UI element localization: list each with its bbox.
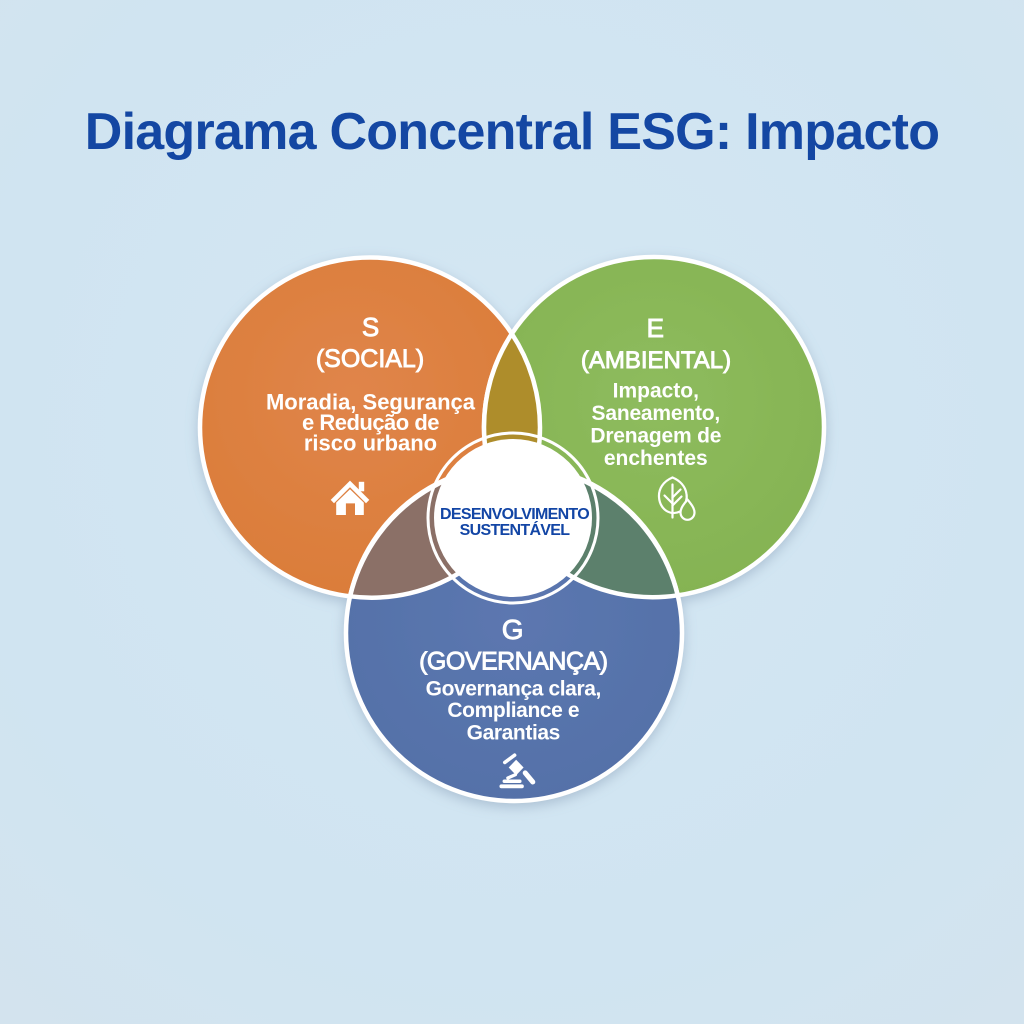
svg-text:Impacto,: Impacto, [613,380,699,403]
svg-text:S: S [362,312,379,342]
svg-text:risco urbano: risco urbano [304,431,437,456]
svg-text:Diagrama Concentral ESG: Impac: Diagrama Concentral ESG: Impacto [85,103,939,161]
svg-text:Moradia, Segurança: Moradia, Segurança [266,390,476,415]
svg-text:(GOVERNANÇA): (GOVERNANÇA) [419,648,607,676]
svg-text:Garantias: Garantias [467,722,560,745]
svg-text:(AMBIENTAL): (AMBIENTAL) [581,347,731,374]
svg-text:Saneamento,: Saneamento, [592,402,721,425]
svg-text:G: G [502,614,524,645]
svg-text:(SOCIAL): (SOCIAL) [316,345,424,373]
svg-text:DESENVOLVIMENTO: DESENVOLVIMENTO [440,506,589,523]
svg-text:E: E [647,313,664,343]
svg-text:e Redução de: e Redução de [302,410,439,435]
svg-text:Drenagem de: Drenagem de [590,425,721,448]
svg-text:Governança clara,: Governança clara, [426,678,601,701]
svg-text:Compliance e: Compliance e [447,699,579,722]
svg-text:enchentes: enchentes [604,447,708,470]
svg-text:SUSTENTÁVEL: SUSTENTÁVEL [460,520,571,539]
